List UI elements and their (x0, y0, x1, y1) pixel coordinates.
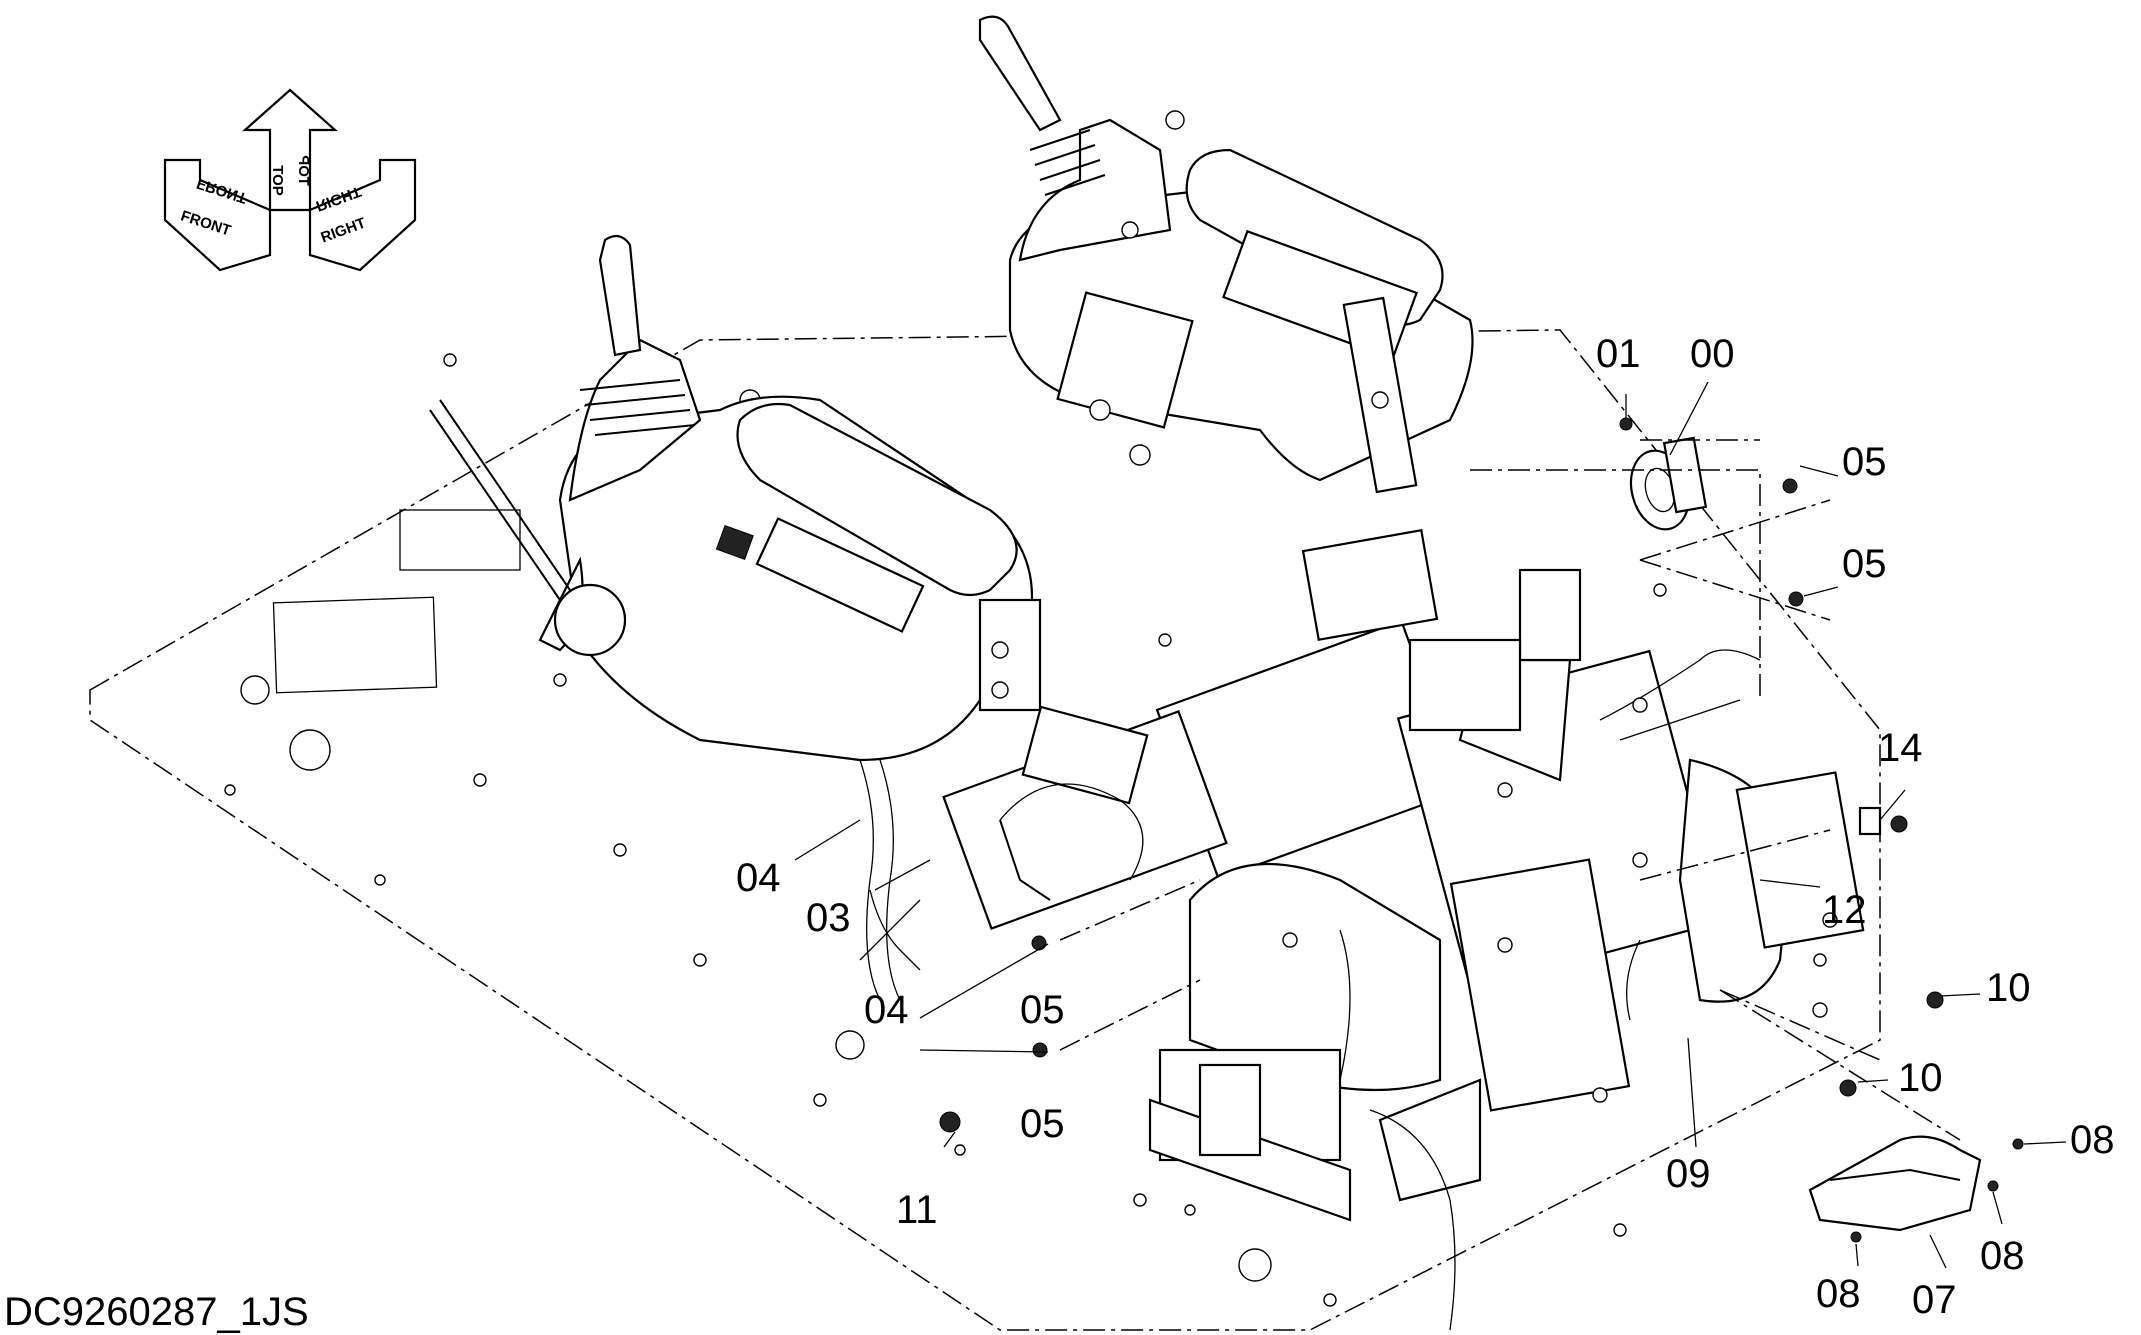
callout-05: 05 (1842, 440, 1887, 484)
right-control-console (978, 15, 1474, 494)
callout-04: 04 (864, 988, 909, 1032)
orientation-arrow-icon (163, 88, 417, 272)
callout-07: 07 (1912, 1278, 1957, 1322)
callout-08: 08 (2070, 1118, 2115, 1162)
leader-lines (794, 381, 2067, 1269)
callout-05: 05 (1842, 542, 1887, 586)
base-plate (89, 329, 1881, 1331)
central-assembly (859, 528, 1865, 1331)
callout-03: 03 (806, 896, 851, 940)
drawing-id: DC9260287_1JS (4, 1290, 309, 1334)
bolts (939, 417, 2024, 1243)
callout-14: 14 (1878, 726, 1923, 770)
callout-09: 09 (1666, 1152, 1711, 1196)
callout-11: 11 (896, 1188, 938, 1232)
cover-bracket (1808, 1135, 1982, 1232)
callout-05: 05 (1020, 988, 1065, 1032)
callout-08: 08 (1816, 1272, 1861, 1316)
orientation-top-label: TOP (268, 165, 286, 196)
left-control-console (429, 234, 1042, 762)
callout-10: 10 (1898, 1056, 1943, 1100)
callout-01: 01 (1596, 332, 1641, 376)
callout-10: 10 (1986, 966, 2031, 1010)
callout-05: 05 (1020, 1102, 1065, 1146)
callout-08: 08 (1980, 1234, 2025, 1278)
callout-04: 04 (736, 856, 781, 900)
horn (1629, 436, 1708, 531)
callout-12: 12 (1822, 888, 1867, 932)
callout-00: 00 (1690, 332, 1735, 376)
orientation-top-label-2: TOP (294, 155, 312, 186)
